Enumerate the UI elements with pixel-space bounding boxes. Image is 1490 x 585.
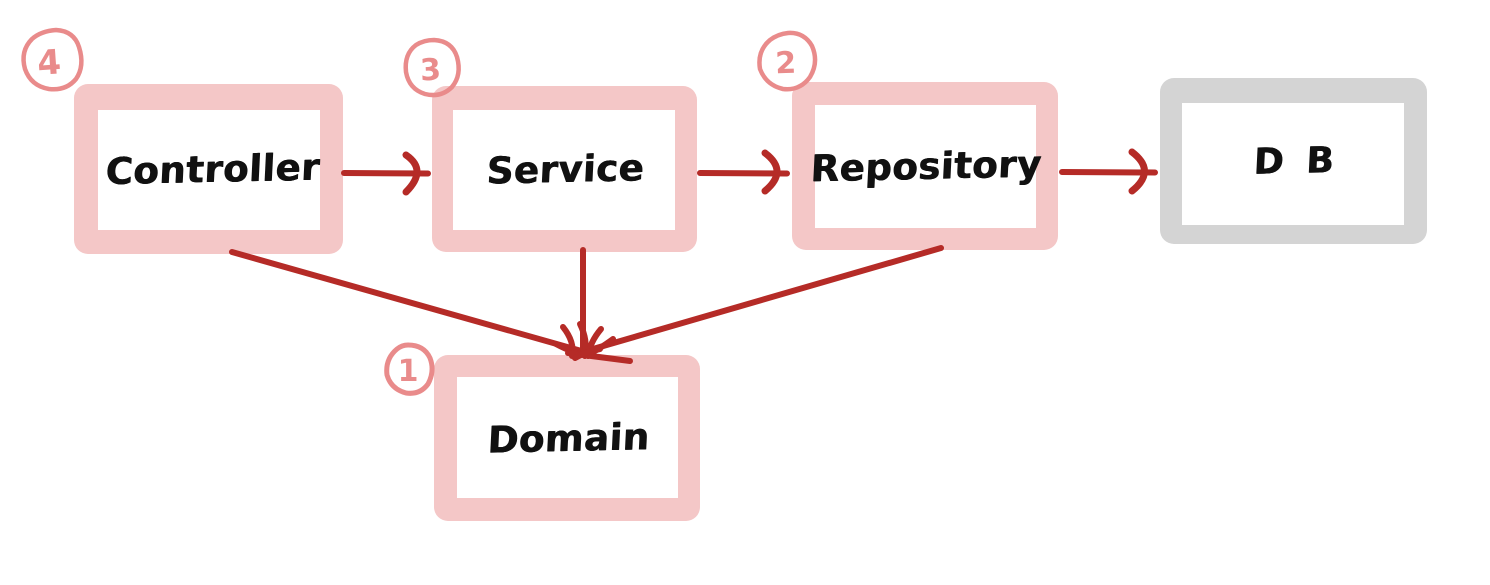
annotation-circled-2: 2 (755, 28, 821, 100)
node-db[interactable]: D B (1160, 78, 1427, 244)
annotation-number-text: 3 (419, 52, 442, 88)
node-repository-inner (815, 105, 1036, 228)
edge-repository-domain (583, 245, 944, 354)
node-db-label: D B (1253, 139, 1340, 183)
node-controller[interactable]: Controller (74, 84, 343, 254)
node-domain-label: Domain (487, 414, 651, 462)
edge-repository-db (1059, 148, 1158, 195)
node-domain[interactable]: Domain (434, 355, 700, 521)
annotation-circle-outline (21, 27, 84, 92)
node-domain-inner (457, 377, 678, 498)
annotation-number-text: 1 (398, 354, 419, 389)
node-controller-inner (98, 110, 320, 230)
node-repository[interactable]: Repository (792, 82, 1058, 250)
edge-controller-domain (229, 249, 588, 355)
node-db-inner (1182, 103, 1404, 225)
annotation-circle-outline (403, 37, 461, 98)
node-controller-label: Controller (104, 145, 321, 193)
annotation-number-text: 4 (36, 42, 62, 84)
node-repository-label: Repository (809, 142, 1043, 190)
annotation-circled-4: 4 (16, 22, 92, 102)
annotation-circled-3: 3 (400, 34, 466, 106)
node-service-label: Service (485, 145, 646, 193)
edge-service-repository (697, 149, 790, 195)
annotation-circled-1: 1 (380, 340, 438, 402)
annotation-circle-outline (757, 30, 818, 92)
annotation-number-text: 2 (775, 46, 797, 82)
edge-controller-service (341, 151, 431, 196)
node-service-inner (453, 110, 675, 230)
node-service[interactable]: Service (432, 86, 697, 252)
